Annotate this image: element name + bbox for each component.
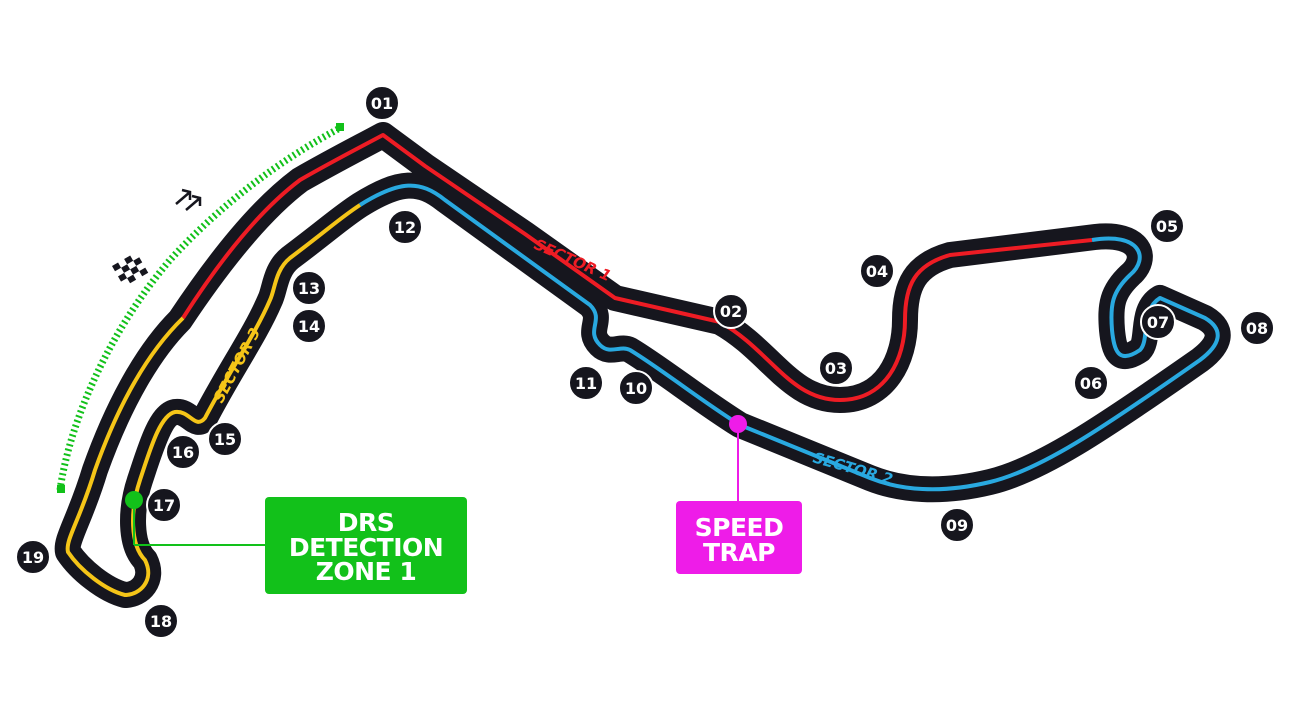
turn-number: 05 — [1156, 217, 1178, 236]
turn-number: 09 — [946, 516, 968, 535]
drs-detection-box — [265, 497, 467, 594]
turn-number: 14 — [298, 317, 320, 336]
turn-badge-circle — [568, 365, 604, 401]
turn-number: 12 — [394, 218, 416, 237]
turn-number: 13 — [298, 279, 320, 298]
turn-05-badge: 05 — [1149, 208, 1185, 244]
turn-06-badge: 06 — [1073, 365, 1109, 401]
turn-04-badge: 04 — [859, 253, 895, 289]
turn-badge-circle — [146, 487, 182, 523]
turn-number: 01 — [371, 94, 393, 113]
turn-badge-circle — [165, 434, 201, 470]
turn-badge-circle — [387, 209, 423, 245]
turn-17-badge: 17 — [146, 487, 182, 523]
turn-07-badge: 07 — [1140, 304, 1176, 340]
turn-badge-circle — [713, 293, 749, 329]
turn-badge-circle — [364, 85, 400, 121]
turn-01-badge: 01 — [364, 85, 400, 121]
turn-badge-circle — [291, 308, 327, 344]
turn-number: 17 — [153, 496, 175, 515]
turn-03-badge: 03 — [818, 350, 854, 386]
turn-number: 08 — [1246, 319, 1268, 338]
turn-09-badge: 09 — [939, 507, 975, 543]
turn-15-badge: 15 — [207, 421, 243, 457]
turn-number: 04 — [866, 262, 888, 281]
turn-badge-circle — [859, 253, 895, 289]
turn-badge-circle — [143, 603, 179, 639]
turn-11-badge: 11 — [568, 365, 604, 401]
turn-14-badge: 14 — [291, 308, 327, 344]
turn-badge-circle — [207, 421, 243, 457]
sector-3-path — [65, 203, 362, 597]
turn-02-badge: 02 — [713, 293, 749, 329]
turn-badge-circle — [1149, 208, 1185, 244]
sector-1-path — [181, 133, 1093, 402]
drs-zone-start-marker — [57, 485, 65, 493]
drs-detection-line-3: ZONE 1 — [316, 557, 416, 586]
turn-badges: 01 02 03 04 05 06 07 08 09 10 11 12 13 14 15 16 17 18 19 — [15, 85, 1275, 639]
turn-number: 03 — [825, 359, 847, 378]
race-direction-icon — [175, 188, 202, 211]
turn-number: 15 — [214, 430, 236, 449]
turn-number: 11 — [575, 374, 597, 393]
turn-badge-circle — [818, 350, 854, 386]
turn-12-badge: 12 — [387, 209, 423, 245]
sector-2-path — [358, 183, 1220, 492]
turn-number: 10 — [625, 379, 647, 398]
turn-number: 06 — [1080, 374, 1102, 393]
turn-badge-circle — [291, 270, 327, 306]
drs-zone-end-marker — [336, 123, 344, 131]
turn-08-badge: 08 — [1239, 310, 1275, 346]
turn-number: 16 — [172, 443, 194, 462]
turn-13-badge: 13 — [291, 270, 327, 306]
turn-number: 07 — [1147, 313, 1169, 332]
turn-badge-circle — [1073, 365, 1109, 401]
turn-number: 18 — [150, 612, 172, 631]
speed-trap-point — [729, 415, 747, 433]
turn-18-badge: 18 — [143, 603, 179, 639]
speed-trap-line-1: SPEED — [695, 513, 784, 542]
turn-badge-circle — [1140, 304, 1176, 340]
drs-detection-point — [125, 491, 143, 509]
turn-10-badge: 10 — [618, 370, 654, 406]
turn-badge-circle — [15, 539, 51, 575]
turn-badge-circle — [939, 507, 975, 543]
turn-number: 02 — [720, 302, 742, 321]
turn-19-badge: 19 — [15, 539, 51, 575]
drs-detection-line-2: DETECTION — [289, 533, 443, 562]
turn-number: 19 — [22, 548, 44, 567]
turn-16-badge: 16 — [165, 434, 201, 470]
chequered-flag-icon — [111, 252, 149, 287]
speed-trap-box — [676, 501, 802, 574]
speed-trap-line-2: TRAP — [703, 538, 775, 567]
turn-badge-circle — [618, 370, 654, 406]
turn-badge-circle — [1239, 310, 1275, 346]
drs-detection-line-1: DRS — [338, 508, 395, 537]
